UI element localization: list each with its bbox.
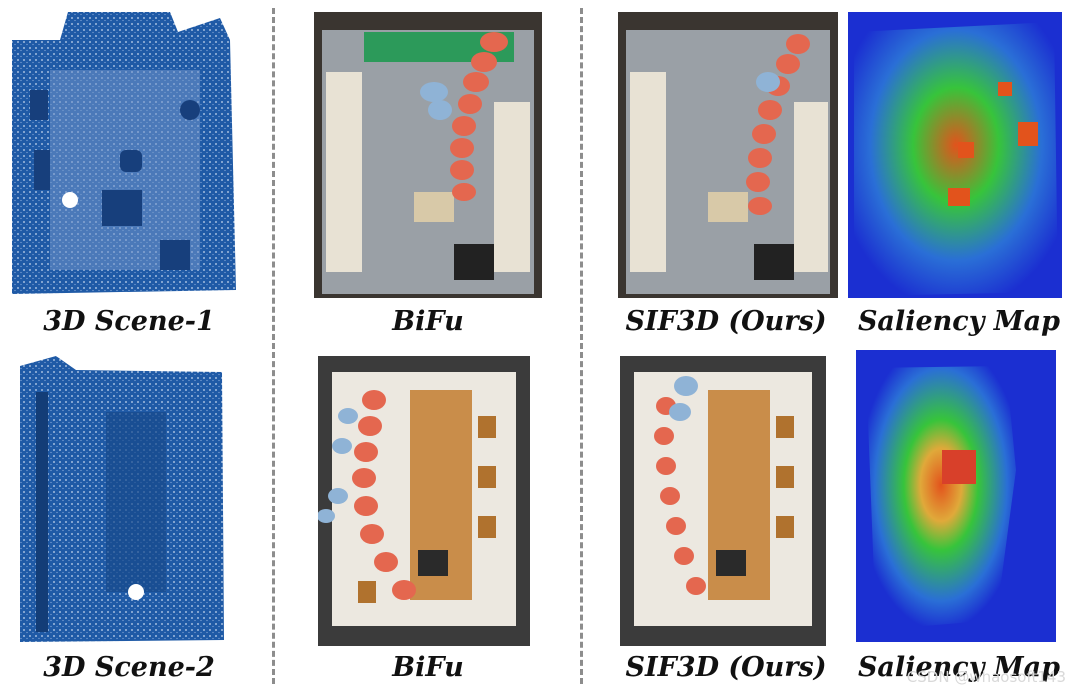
divider-right [580,8,583,684]
bifu-render-image-1 [314,12,542,298]
caption-bifu-2: BiFu [392,652,464,683]
caption-3d-scene-1: 3D Scene-1 [43,306,215,337]
scene2-point-cloud-image [16,352,226,644]
csdn-watermark: CSDN @whaosoft143 [906,668,1066,686]
caption-saliency-1: Saliency Map [857,306,1061,337]
caption-sif3d-1: SIF3D (Ours) [625,306,827,337]
bifu-render-image-2 [318,356,530,646]
sif3d-render-image-2 [620,356,826,646]
scene1-point-cloud-image [10,10,238,296]
caption-sif3d-2: SIF3D (Ours) [625,652,827,683]
saliency-map-image-2 [856,350,1056,642]
sif3d-render-image-1 [618,12,838,298]
caption-3d-scene-2: 3D Scene-2 [43,652,215,683]
caption-bifu-1: BiFu [392,306,464,337]
saliency-map-image-1 [848,12,1062,298]
divider-left [272,8,275,684]
caption-saliency-2: Saliency Map [857,652,1061,683]
